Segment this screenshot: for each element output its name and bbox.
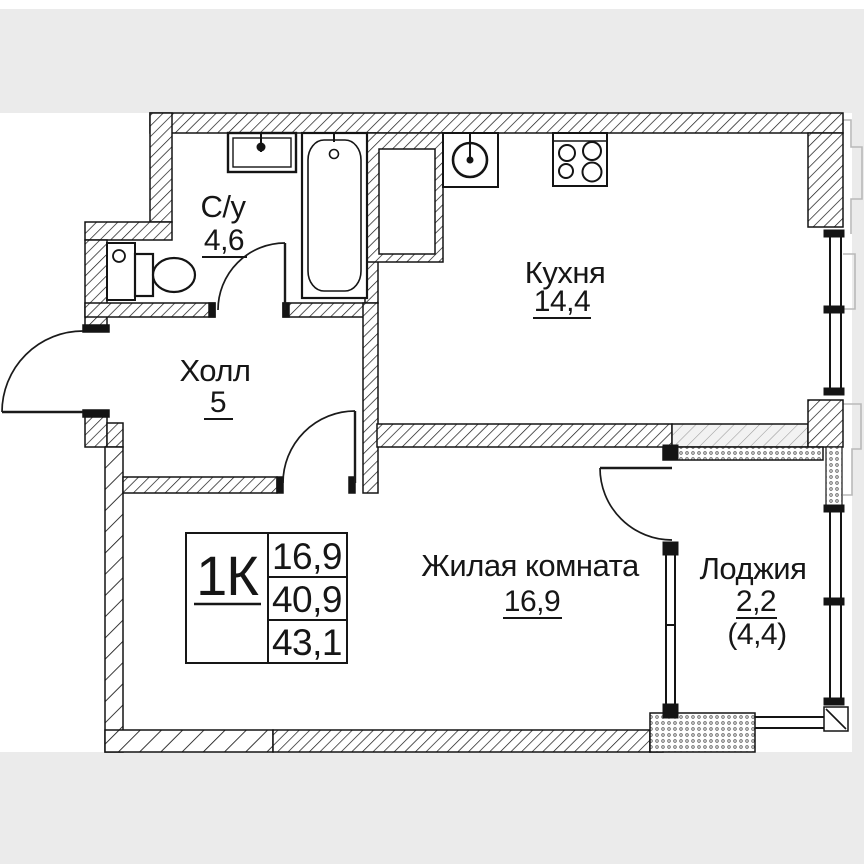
room-area-kitchen: 14,4 — [534, 285, 590, 318]
neighbor-outline-loggia — [843, 403, 862, 496]
wall-hall-kitchen — [362, 302, 379, 494]
info-living-area: 16,9 — [272, 536, 342, 577]
wall-bathroom-bottom-right — [282, 302, 366, 318]
apartment-type-label: 1К — [196, 544, 259, 607]
info-table: 1К 16,9 40,9 43,1 — [185, 532, 348, 664]
bathroom-door — [217, 242, 287, 311]
wall-left-lower — [104, 446, 124, 753]
neighbor-outline-top — [843, 119, 863, 234]
wall-topleft-vertical — [149, 112, 173, 223]
vent-shaft-inner — [378, 148, 436, 255]
wall-loggia-top-outer — [671, 423, 809, 448]
wall-bottom-dense — [272, 729, 651, 753]
wall-left-below-door — [84, 416, 108, 448]
wall-topleft-step — [84, 221, 173, 241]
wall-bottom-left — [104, 729, 274, 753]
wall-topright-pier — [807, 132, 844, 228]
loggia-bottom-window — [755, 716, 824, 729]
room-label-kitchen: Кухня — [525, 255, 605, 290]
bathroom-jamb-left — [208, 302, 216, 318]
room-label-living: Жилая комната — [421, 548, 640, 583]
room-label-loggia: Лоджия — [700, 551, 807, 586]
loggia-partition-window — [662, 444, 679, 719]
entrance-door — [1, 330, 84, 414]
bathroom-sink — [226, 131, 298, 174]
room-area-hall: 5 — [210, 386, 226, 419]
balcony-door — [599, 466, 673, 541]
corner-mitre-line — [825, 708, 847, 730]
stove — [552, 132, 608, 187]
hall-door-jamb-left — [276, 476, 284, 494]
info-table-frame — [185, 532, 348, 664]
room-area-bathroom: 4,6 — [204, 224, 244, 257]
walls — [82, 112, 849, 753]
living-room-door — [282, 410, 357, 484]
wall-top — [149, 112, 844, 134]
wall-hall-bottom — [122, 476, 278, 494]
wall-bathroom-bottom-left — [84, 302, 216, 318]
room-labels: С/у 4,6 Холл 5 Кухня 14,4 Жилая комната … — [179, 189, 806, 651]
entrance-jamb-top — [82, 324, 110, 333]
loggia-right-window — [823, 446, 845, 706]
kitchen-sink — [442, 132, 499, 188]
insulation-loggia-bottom — [649, 712, 756, 753]
wall-kitchen-living — [376, 423, 673, 448]
bathtub — [300, 131, 369, 300]
info-total-area: 43,1 — [272, 622, 342, 663]
windows — [662, 229, 845, 729]
kitchen-window — [823, 229, 845, 396]
room-area-loggia-alt: (4,4) — [727, 618, 786, 651]
toilet — [106, 242, 197, 301]
top-white-strip — [0, 0, 864, 9]
info-area-no-loggia: 40,9 — [272, 579, 342, 620]
doors — [1, 242, 673, 541]
room-label-hall: Холл — [179, 353, 250, 388]
neighbor-outline — [843, 119, 863, 496]
room-label-bathroom: С/у — [201, 189, 247, 224]
entrance-jamb-bottom — [82, 409, 110, 418]
room-area-loggia: 2,2 — [736, 585, 776, 618]
fixtures — [106, 131, 608, 301]
neighbor-outline-mid — [843, 253, 856, 310]
hall-door-jamb-right — [348, 476, 356, 494]
insulation-loggia-top — [662, 446, 824, 461]
room-area-living: 16,9 — [504, 585, 560, 618]
wall-right-middle-pier — [807, 399, 844, 448]
wall-left-step2 — [106, 422, 124, 448]
